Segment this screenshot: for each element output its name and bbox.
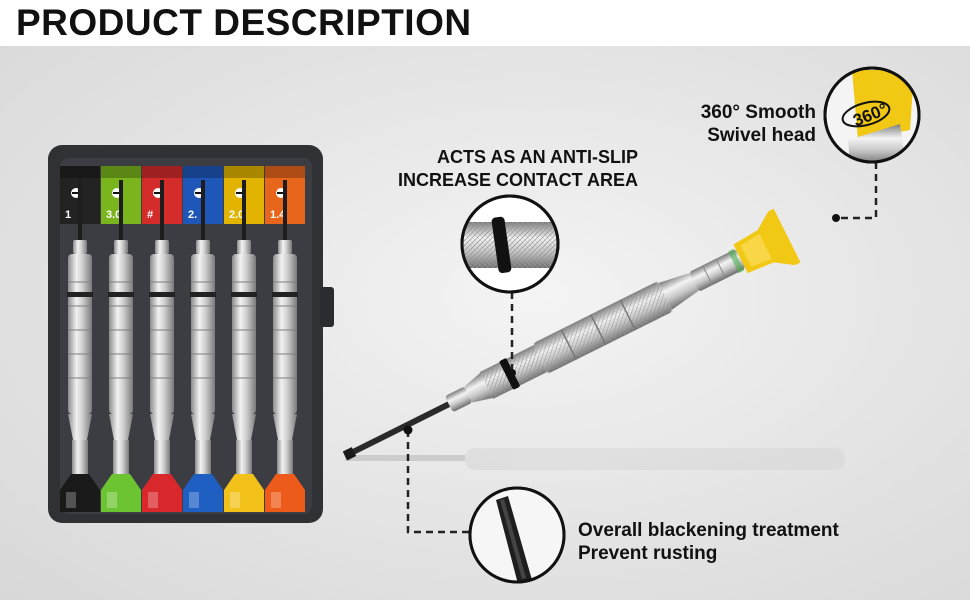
case-screwdriver bbox=[224, 180, 264, 512]
case-screwdriver bbox=[60, 180, 100, 512]
antislip-zoom-circle bbox=[460, 194, 560, 294]
screwdriver-case: 1 3.0 #2. 2.0 1.4 bbox=[48, 145, 334, 523]
header-bar: PRODUCT DESCRIPTION bbox=[0, 0, 970, 46]
size-tag-label: 2. bbox=[188, 209, 197, 221]
screwdriver-reflection bbox=[345, 448, 845, 470]
blackening-label-line1: Overall blackening treatment bbox=[578, 520, 839, 541]
main-screwdriver bbox=[342, 208, 801, 461]
case-screwdriver bbox=[101, 180, 141, 512]
swivel-zoom-circle: 360° bbox=[823, 66, 921, 164]
blackening-label-line2: Prevent rusting bbox=[578, 543, 718, 564]
blade-tip-zoom-circle bbox=[468, 486, 566, 584]
antislip-callout-label: ACTS AS AN ANTI-SLIP INCREASE CONTACT AR… bbox=[360, 146, 638, 192]
page-title: PRODUCT DESCRIPTION bbox=[16, 2, 472, 43]
size-tag-label: 1 bbox=[65, 209, 71, 221]
swivel-callout-label: 360° Smooth Swivel head bbox=[672, 101, 816, 147]
case-screwdriver bbox=[265, 180, 305, 512]
callout-leaders bbox=[406, 162, 878, 534]
size-tag-label: 3.0 bbox=[106, 209, 121, 221]
antislip-label-line2: INCREASE CONTACT AREA bbox=[397, 170, 638, 190]
blackening-callout-label: Overall blackening treatment Prevent rus… bbox=[578, 519, 878, 565]
swivel-label-line1: 360° Smooth bbox=[700, 102, 816, 123]
size-tag-label: 2.0 bbox=[229, 209, 244, 221]
size-tag-label: # bbox=[147, 209, 153, 221]
size-tag-label: 1.4 bbox=[270, 209, 286, 221]
case-screwdriver bbox=[142, 180, 182, 512]
antislip-label-line1: ACTS AS AN ANTI-SLIP bbox=[437, 147, 638, 167]
swivel-label-line2: Swivel head bbox=[707, 125, 816, 146]
case-screwdriver bbox=[183, 180, 223, 512]
